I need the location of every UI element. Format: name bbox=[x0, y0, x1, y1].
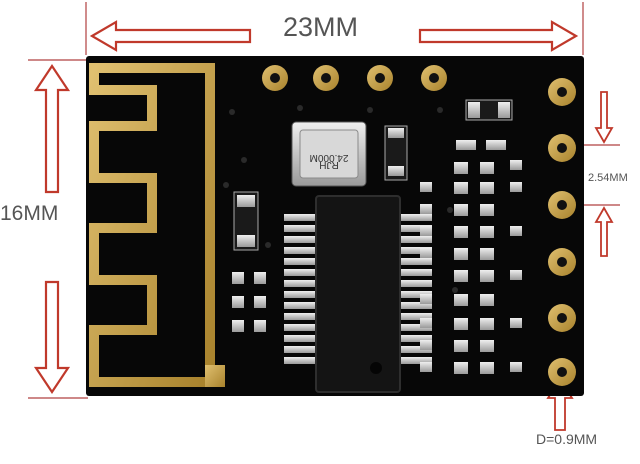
extension-lines bbox=[28, 2, 620, 399]
ic-pins-left bbox=[284, 214, 318, 364]
pad-diameter-label: D=0.9MM bbox=[536, 431, 598, 447]
left-passives bbox=[232, 272, 266, 332]
crystal-code: RJH bbox=[319, 159, 338, 170]
top-pads bbox=[262, 65, 447, 91]
ic-pins-right bbox=[398, 214, 432, 364]
pitch-dimension-label: 2.54MM bbox=[588, 172, 628, 184]
width-dimension-label: 23MM bbox=[283, 12, 359, 42]
side-pads bbox=[548, 78, 576, 386]
right-passives bbox=[420, 160, 522, 374]
width-arrow-right bbox=[418, 20, 579, 52]
width-arrow-left bbox=[89, 20, 252, 52]
ic-pin1-dot bbox=[370, 362, 382, 374]
pad-arrow bbox=[546, 378, 574, 431]
crystal-label: 24.000M bbox=[310, 152, 349, 163]
left-capacitor bbox=[233, 191, 259, 251]
crystal: 24.000M RJH bbox=[291, 121, 367, 187]
vias bbox=[223, 105, 458, 293]
height-arrow-up bbox=[33, 64, 71, 194]
width-arrows bbox=[89, 20, 579, 52]
pitch-arrows bbox=[594, 91, 614, 257]
height-arrows bbox=[33, 64, 71, 394]
main-ic bbox=[284, 195, 432, 393]
height-arrow-down bbox=[33, 280, 71, 394]
pitch-arrow-up bbox=[594, 206, 614, 257]
top-capacitors bbox=[384, 99, 513, 181]
antenna-trace bbox=[89, 63, 225, 387]
height-dimension-label: 16MM bbox=[0, 202, 59, 225]
pitch-arrow-down bbox=[594, 91, 614, 144]
